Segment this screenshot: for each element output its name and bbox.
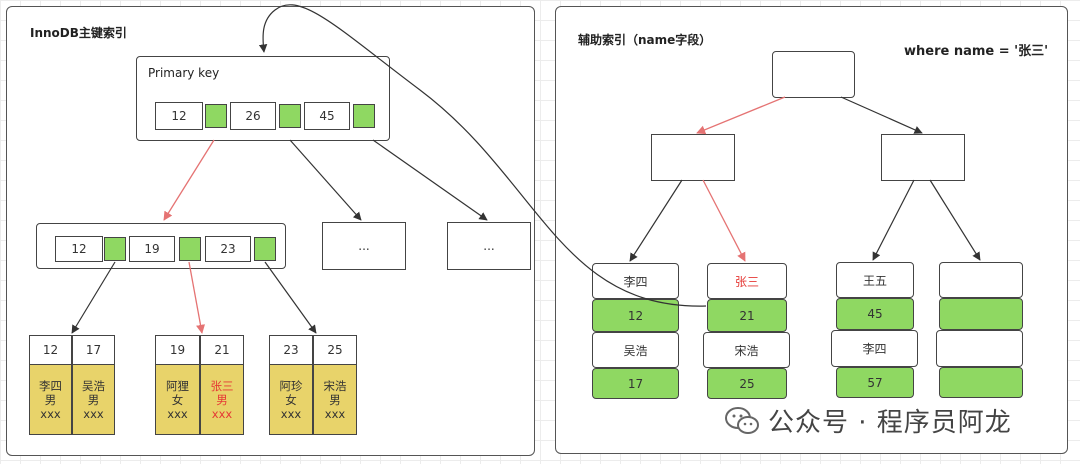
- primary-index-title: InnoDB主键索引: [30, 26, 127, 40]
- wechat-icon: [725, 406, 759, 434]
- pk-root-pointer: [279, 104, 301, 128]
- pk-leaf-id: 17: [72, 335, 115, 365]
- pk-root-pointer: [205, 104, 227, 128]
- sec-leaf-id: 25: [707, 368, 787, 399]
- watermark-text: 公众号 · 程序员阿龙: [768, 408, 1012, 438]
- pk-leaf-extra: xxx: [324, 406, 346, 421]
- pk-leaf-sex: 男: [329, 392, 341, 407]
- sec-leaf-id: 45: [836, 298, 914, 330]
- pk-leaf-row: 李四 男 xxx: [29, 364, 72, 435]
- pk-leaf-id: 21: [200, 335, 244, 365]
- pk-level2-pointer: [179, 237, 201, 261]
- sec-leaf-name: [939, 262, 1023, 298]
- sec-leaf-id: [939, 367, 1023, 398]
- sec-leaf-id: 21: [707, 299, 787, 332]
- pk-level2-pointer: [254, 237, 276, 261]
- pk-leaf-name: 张三: [210, 378, 234, 393]
- pk-level2-ellipsis-node: ...: [322, 222, 406, 270]
- sec-level2-node: [881, 134, 965, 181]
- pk-leaf-extra: xxx: [280, 406, 302, 421]
- pk-root-pointer: [353, 104, 375, 128]
- pk-level2-key: 12: [55, 236, 103, 262]
- pk-leaf-extra: xxx: [83, 406, 104, 421]
- pk-root-key: 45: [304, 102, 350, 130]
- pk-leaf-id: 23: [269, 335, 313, 365]
- pk-leaf-sex: 男: [87, 392, 100, 407]
- sec-leaf-name: 宋浩: [703, 332, 790, 368]
- pk-leaf-id: 25: [313, 335, 357, 365]
- pk-root-label: Primary key: [148, 66, 220, 80]
- sec-leaf-name: 吴浩: [592, 332, 679, 368]
- sec-leaf-name: [936, 330, 1023, 367]
- pk-leaf-name: 宋浩: [323, 378, 347, 393]
- sec-leaf-id: 12: [592, 299, 679, 332]
- sec-leaf-id: 17: [592, 368, 679, 399]
- pk-leaf-sex: 女: [171, 392, 184, 407]
- pk-leaf-name: 阿珍: [279, 378, 303, 393]
- pk-leaf-row: 吴浩 男 xxx: [72, 364, 115, 435]
- pk-leaf-row: 阿狸 女 xxx: [155, 364, 200, 435]
- sec-root-node: [772, 51, 855, 98]
- pk-leaf-extra: xxx: [40, 406, 61, 421]
- pk-leaf-row-highlighted: 张三 男 xxx: [200, 364, 244, 435]
- pk-leaf-name: 李四: [39, 378, 62, 393]
- sec-leaf-name-highlighted: 张三: [707, 263, 787, 299]
- pk-leaf-name: 吴浩: [82, 378, 105, 393]
- pk-level2-key: 23: [205, 236, 251, 262]
- pk-leaf-sex: 男: [44, 392, 57, 407]
- sec-leaf-name: 王五: [836, 262, 914, 298]
- sec-leaf-name: 李四: [831, 330, 918, 367]
- pk-leaf-row: 阿珍 女 xxx: [269, 364, 313, 435]
- pk-leaf-row: 宋浩 男 xxx: [313, 364, 357, 435]
- pk-leaf-extra: xxx: [211, 406, 233, 421]
- pk-leaf-name: 阿狸: [166, 378, 189, 393]
- watermark: 公众号 · 程序员阿龙: [724, 402, 1012, 439]
- pk-root-key: 26: [230, 102, 276, 130]
- pk-level2-key: 19: [129, 236, 175, 262]
- pk-level2-pointer: [104, 237, 126, 261]
- sec-level2-node: [651, 134, 735, 181]
- query-label: where name = '张三': [904, 44, 1049, 59]
- pk-leaf-id: 19: [155, 335, 200, 365]
- pk-level2-ellipsis-node: ...: [447, 222, 531, 270]
- sec-leaf-id: [939, 298, 1023, 330]
- sec-leaf-name: 李四: [592, 263, 679, 299]
- sec-leaf-id: 57: [836, 367, 914, 398]
- pk-leaf-id: 12: [29, 335, 72, 365]
- pk-root-key: 12: [155, 102, 203, 130]
- pk-leaf-extra: xxx: [167, 406, 188, 421]
- pk-leaf-sex: 女: [285, 392, 297, 407]
- secondary-index-title: 辅助索引（name字段）: [578, 33, 712, 47]
- pk-leaf-sex: 男: [216, 392, 228, 407]
